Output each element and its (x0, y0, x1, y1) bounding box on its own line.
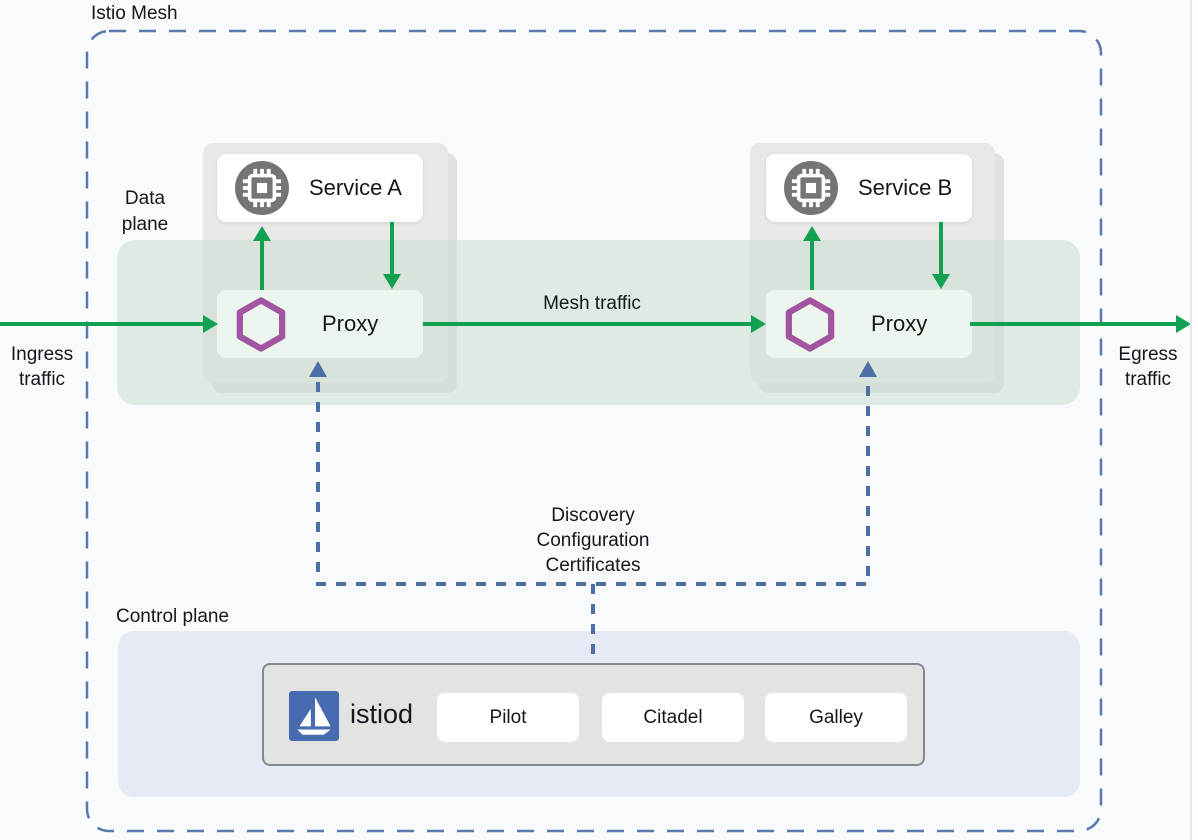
egress-arrowhead (1176, 315, 1191, 333)
control-plane-label: Control plane (116, 606, 230, 627)
proxy-hexagon-icon (785, 296, 835, 352)
service-b-label: Service B (858, 175, 953, 200)
istio-logo-icon (289, 691, 339, 741)
proxy-a-card: Proxy (217, 290, 423, 358)
component-pilot: Pilot (437, 693, 579, 742)
component-galley: Galley (765, 693, 907, 742)
proxy-hexagon-icon (236, 296, 286, 352)
egress-traffic-label: Egress traffic (1118, 344, 1178, 390)
ingress-traffic-label: Ingress traffic (10, 344, 74, 390)
istiod-name: istiod (350, 699, 414, 729)
mesh-traffic-label: Mesh traffic (543, 293, 641, 314)
service-a-label: Service A (309, 175, 402, 200)
proxy-b-card: Proxy (766, 290, 972, 358)
page-edge (1190, 0, 1198, 840)
service-chip-icon (235, 161, 289, 215)
service-chip-icon (784, 161, 838, 215)
data-plane-label: Data plane (121, 188, 169, 235)
service-a-card: Service A (217, 154, 423, 222)
proxy-b-label: Proxy (871, 311, 928, 336)
service-b-card: Service B (766, 154, 972, 222)
config-flows-label: Discovery Configuration Certificates (536, 505, 650, 576)
component-citadel: Citadel (602, 693, 744, 742)
proxy-a-label: Proxy (322, 311, 379, 336)
istiod-box: istiod Pilot Citadel Galley (262, 663, 925, 766)
mesh-title: Istio Mesh (91, 3, 178, 24)
